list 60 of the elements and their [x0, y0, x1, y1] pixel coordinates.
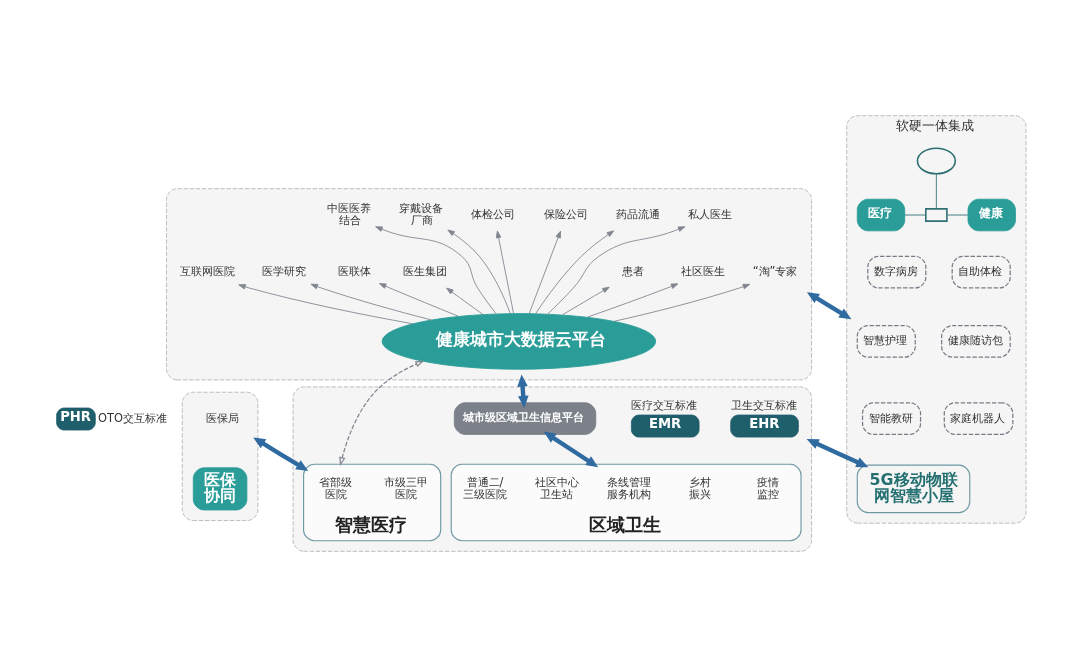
- arrow: [495, 230, 514, 314]
- node-text: 普通二/三级医院: [462, 474, 507, 502]
- node-text: 互联网医院: [179, 264, 235, 279]
- node-box: 智能教研: [861, 402, 922, 436]
- node-text: 乡村振兴: [688, 474, 711, 502]
- arrow: [375, 226, 497, 315]
- node-box: 家庭机器人: [943, 402, 1014, 436]
- arrow: [339, 360, 425, 467]
- node-text: 社区中心卫生站: [534, 474, 579, 502]
- arrow: [253, 437, 309, 472]
- node-text: 省部级医院: [318, 474, 352, 502]
- arrow: [587, 283, 679, 318]
- node-text: 市级三甲医院: [383, 474, 428, 502]
- node-text: 医学研究: [262, 264, 307, 279]
- arrow: [543, 431, 599, 468]
- connector: [946, 214, 969, 216]
- node-text: 药品流通: [615, 207, 660, 221]
- node-box: 医疗: [856, 198, 906, 232]
- node-text: 社区医生: [680, 264, 725, 279]
- arrow: [535, 230, 615, 314]
- arrow: [547, 226, 686, 315]
- arrow: [238, 284, 414, 325]
- node-text: 中医医养结合: [327, 200, 372, 228]
- node-text: 医生集团: [402, 264, 447, 279]
- arrow: [447, 229, 511, 314]
- arrow: [310, 283, 432, 321]
- node-box: 城市级区域卫生信息平台: [453, 402, 597, 435]
- node-text: 患者: [621, 264, 644, 279]
- cluster: [181, 391, 259, 521]
- node-box: 医保协同: [192, 467, 248, 511]
- node-text: 医联体: [338, 264, 372, 279]
- node-text: 体检公司: [471, 207, 516, 221]
- arrow: [528, 230, 561, 314]
- node-text: 医保局: [206, 410, 240, 425]
- node-box: [925, 208, 948, 222]
- connector: [935, 173, 937, 209]
- connector: [904, 214, 927, 216]
- node-text: 私人医生: [687, 207, 732, 221]
- arrow: [562, 286, 610, 316]
- arrow: [613, 283, 751, 322]
- cluster: [166, 188, 812, 381]
- node-box: 健康: [967, 198, 1016, 232]
- node-text: 穿戴设备厂商: [399, 200, 444, 228]
- node-text: 疫情监控: [757, 474, 780, 502]
- arrow: [378, 283, 459, 317]
- node-cloud: [916, 147, 957, 175]
- node-box: 5G移动物联网智慧小屋: [856, 464, 971, 514]
- node-box: 自助体检: [951, 255, 1011, 289]
- node-label: 卫生交互标准: [730, 398, 797, 413]
- node-label: OTO交互标准: [97, 411, 167, 426]
- arrow: [446, 287, 484, 315]
- arrow: [806, 438, 869, 468]
- node-text: 条线管理服务机构: [606, 474, 651, 502]
- node-text: “淘”专家: [752, 264, 798, 279]
- arrow: [806, 292, 852, 320]
- node-box: 健康随访包: [941, 324, 1011, 358]
- node-box: 数字病房: [867, 255, 927, 289]
- node-text: 保险公司: [543, 207, 588, 221]
- node-label: 医疗交互标准: [631, 398, 698, 413]
- node-box: 智慧护理: [856, 324, 916, 358]
